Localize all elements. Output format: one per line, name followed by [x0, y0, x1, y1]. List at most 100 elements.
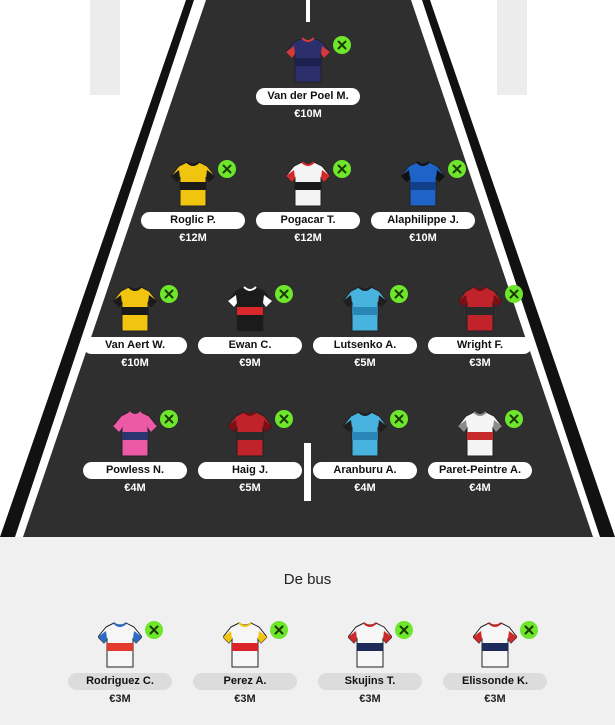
- player-name: Roglic P.: [141, 212, 245, 229]
- player-card[interactable]: Powless N. €4M: [77, 410, 193, 494]
- close-icon: [505, 285, 523, 303]
- right-field-marker: [497, 0, 527, 95]
- remove-player-button[interactable]: [390, 410, 408, 428]
- close-icon: [390, 285, 408, 303]
- player-price: €10M: [409, 232, 437, 244]
- player-name: Pogacar T.: [256, 212, 360, 229]
- white-red-jersey-icon: [458, 410, 502, 458]
- bus-player-card[interactable]: Elissonde K. €3M: [437, 621, 553, 705]
- player-name: Alaphilippe J.: [371, 212, 475, 229]
- white-red-jersey-icon: [223, 621, 267, 669]
- player-name: Paret-Peintre A.: [428, 462, 532, 479]
- player-price: €4M: [469, 482, 491, 494]
- remove-player-button[interactable]: [333, 160, 351, 178]
- player-name: Van Aert W.: [83, 337, 187, 354]
- player-card[interactable]: Alaphilippe J. €10M: [365, 160, 481, 244]
- remove-player-button[interactable]: [270, 621, 288, 639]
- player-card[interactable]: Paret-Peintre A. €4M: [422, 410, 538, 494]
- bus-player-card[interactable]: Rodriguez C. €3M: [62, 621, 178, 705]
- player-price: €12M: [294, 232, 322, 244]
- player-card[interactable]: Lutsenko A. €5M: [307, 285, 423, 369]
- remove-player-button[interactable]: [333, 36, 351, 54]
- player-name: Haig J.: [198, 462, 302, 479]
- player-price: €3M: [234, 693, 256, 705]
- close-icon: [275, 285, 293, 303]
- close-icon: [218, 160, 236, 178]
- player-name: Wright F.: [428, 337, 532, 354]
- remove-player-button[interactable]: [448, 160, 466, 178]
- remove-player-button[interactable]: [160, 285, 178, 303]
- white-navy-jersey-icon: [473, 621, 517, 669]
- red-jersey-icon: [458, 285, 502, 333]
- pink-jersey-icon: [113, 410, 157, 458]
- player-name: Rodriguez C.: [68, 673, 172, 690]
- player-price: €9M: [239, 357, 261, 369]
- close-icon: [333, 36, 351, 54]
- yellow-black-jersey-icon: [171, 160, 215, 208]
- bus-title: De bus: [283, 571, 332, 588]
- road-center-line: [304, 443, 311, 501]
- remove-player-button[interactable]: [390, 285, 408, 303]
- player-name: Ewan C.: [198, 337, 302, 354]
- close-icon: [160, 410, 178, 428]
- player-card[interactable]: Haig J. €5M: [192, 410, 308, 494]
- blue-jersey-icon: [401, 160, 445, 208]
- close-icon: [395, 621, 413, 639]
- remove-player-button[interactable]: [505, 285, 523, 303]
- red-jersey-icon: [228, 410, 272, 458]
- remove-player-button[interactable]: [395, 621, 413, 639]
- remove-player-button[interactable]: [275, 410, 293, 428]
- player-price: €3M: [359, 693, 381, 705]
- player-name: Elissonde K.: [443, 673, 547, 690]
- player-price: €3M: [109, 693, 131, 705]
- close-icon: [520, 621, 538, 639]
- remove-player-button[interactable]: [520, 621, 538, 639]
- white-navy-jersey-icon: [348, 621, 392, 669]
- player-name: Van der Poel M.: [256, 88, 360, 105]
- player-price: €4M: [124, 482, 146, 494]
- player-price: €5M: [239, 482, 261, 494]
- pitch-field: [0, 0, 615, 537]
- player-name: Perez A.: [193, 673, 297, 690]
- player-card[interactable]: Pogacar T. €12M: [250, 160, 366, 244]
- player-card[interactable]: Ewan C. €9M: [192, 285, 308, 369]
- road-center-line: [306, 0, 310, 22]
- white-uae-jersey-icon: [286, 160, 330, 208]
- player-card[interactable]: Wright F. €3M: [422, 285, 538, 369]
- player-price: €3M: [484, 693, 506, 705]
- player-name: Powless N.: [83, 462, 187, 479]
- black-red-jersey-icon: [228, 285, 272, 333]
- player-name: Skujins T.: [318, 673, 422, 690]
- player-price: €12M: [179, 232, 207, 244]
- close-icon: [270, 621, 288, 639]
- player-card[interactable]: Van der Poel M. €10M: [250, 36, 366, 120]
- player-price: €10M: [294, 108, 322, 120]
- left-field-marker: [90, 0, 120, 95]
- remove-player-button[interactable]: [145, 621, 163, 639]
- player-price: €4M: [354, 482, 376, 494]
- player-price: €3M: [469, 357, 491, 369]
- bus-player-card[interactable]: Perez A. €3M: [187, 621, 303, 705]
- remove-player-button[interactable]: [275, 285, 293, 303]
- navy-jersey-icon: [286, 36, 330, 84]
- remove-player-button[interactable]: [505, 410, 523, 428]
- player-name: Aranburu A.: [313, 462, 417, 479]
- remove-player-button[interactable]: [218, 160, 236, 178]
- player-card[interactable]: Roglic P. €12M: [135, 160, 251, 244]
- player-card[interactable]: Van Aert W.€10M: [77, 285, 193, 369]
- road-surface: [23, 0, 593, 537]
- remove-player-button[interactable]: [160, 410, 178, 428]
- close-icon: [505, 410, 523, 428]
- bus-player-card[interactable]: Skujins T. €3M: [312, 621, 428, 705]
- close-icon: [390, 410, 408, 428]
- close-icon: [145, 621, 163, 639]
- close-icon: [275, 410, 293, 428]
- light-blue-jersey-icon: [343, 410, 387, 458]
- player-price: €5M: [354, 357, 376, 369]
- player-card[interactable]: Aranburu A. €4M: [307, 410, 423, 494]
- player-name: Lutsenko A.: [313, 337, 417, 354]
- close-icon: [160, 285, 178, 303]
- yellow-black-jersey-icon: [113, 285, 157, 333]
- close-icon: [448, 160, 466, 178]
